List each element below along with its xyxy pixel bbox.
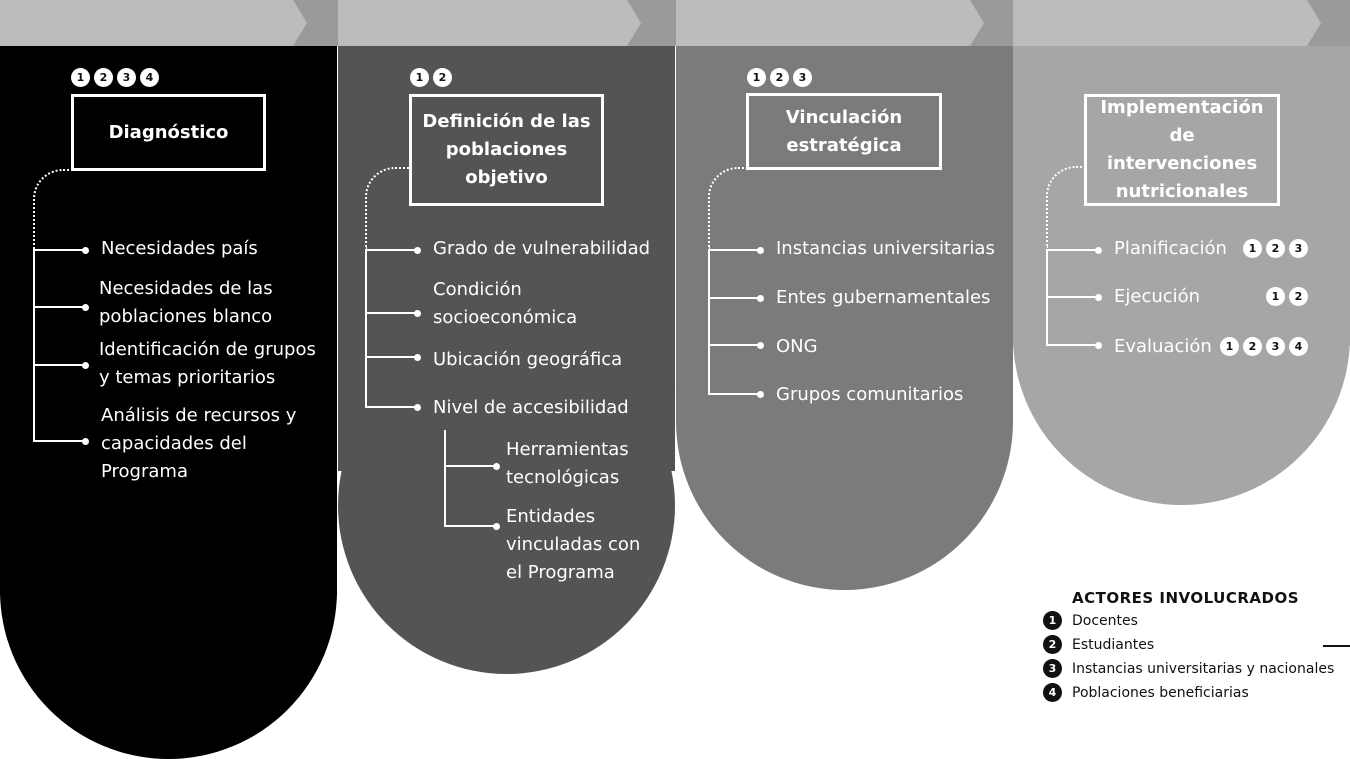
chevron-bar — [0, 0, 1350, 46]
legend-badge: 4 — [1043, 683, 1062, 702]
list-item: Grado de vulnerabilidad — [433, 238, 651, 259]
list-item: Grupos comunitarios — [776, 384, 964, 405]
chevron-3 — [676, 0, 984, 46]
list-item: Evaluación — [1114, 336, 1212, 357]
list-item: Ubicación geográfica — [433, 349, 623, 370]
actor-badge: 2 — [1289, 287, 1308, 306]
legend-badge: 3 — [1043, 659, 1062, 678]
legend-label: Docentes — [1072, 612, 1138, 629]
chevron-2 — [338, 0, 641, 46]
connector — [1046, 166, 1086, 248]
stage-title: Definición de las poblaciones objetivo — [409, 94, 604, 206]
list-item: ONG — [776, 336, 818, 357]
actor-badge: 1 — [71, 68, 90, 87]
actor-badge: 1 — [747, 68, 766, 87]
actor-badge: 3 — [793, 68, 812, 87]
actor-badge: 1 — [1243, 239, 1262, 258]
actor-badges: 1 2 3 4 — [71, 68, 159, 87]
connector — [708, 167, 748, 249]
legend-badge: 2 — [1043, 635, 1062, 654]
sub-item: Herramientas tecnológicas — [506, 439, 629, 488]
stage-title: Vinculación estratégica — [746, 93, 942, 170]
actor-badge: 4 — [140, 68, 159, 87]
list-item: Nivel de accesibilidad — [433, 397, 629, 418]
actor-badges: 1 2 3 — [747, 68, 812, 87]
list-item: Instancias universitarias — [776, 238, 995, 259]
connector — [365, 167, 411, 249]
actor-badges: 1 2 3 4 — [1220, 337, 1308, 356]
list-item: Identificación de grupos y temas priorit… — [99, 339, 316, 388]
legend-label: Poblaciones beneficiarias — [1072, 684, 1249, 701]
list-item: Necesidades país — [101, 238, 258, 259]
sub-item: Entidades vinculadas con el Programa — [506, 506, 641, 583]
list-item: Necesidades de las poblaciones blanco — [99, 278, 273, 327]
list-item: Ejecución — [1114, 286, 1201, 307]
actor-badge: 4 — [1289, 337, 1308, 356]
stage-title: Diagnóstico — [71, 94, 266, 171]
legend-entry: 4 Poblaciones beneficiarias — [1043, 683, 1249, 702]
list-item: Análisis de recursos y capacidades del P… — [101, 405, 297, 482]
divider — [1323, 645, 1350, 647]
stage-vinculacion — [676, 0, 1013, 759]
legend-title: ACTORES INVOLUCRADOS — [1072, 589, 1300, 607]
chevron-1 — [0, 0, 307, 46]
actor-badge: 2 — [1266, 239, 1285, 258]
list-item: Planificación — [1114, 238, 1227, 259]
legend-entry: 3 Instancias universitarias y nacionales — [1043, 659, 1334, 678]
connector — [33, 169, 73, 249]
stage-diagnostico — [0, 0, 337, 759]
actor-badge: 1 — [1220, 337, 1239, 356]
actor-badge: 3 — [1266, 337, 1285, 356]
list-item: Entes gubernamentales — [776, 287, 991, 308]
actor-badge: 3 — [117, 68, 136, 87]
stage-title: Implementación de intervenciones nutrici… — [1084, 94, 1280, 206]
legend-label: Instancias universitarias y nacionales — [1072, 660, 1335, 677]
legend-label: Estudiantes — [1072, 636, 1155, 653]
actor-badge: 1 — [1266, 287, 1285, 306]
list-item: Condición socioeconómica — [433, 279, 578, 328]
actor-badge: 2 — [94, 68, 113, 87]
legend-entry: 2 Estudiantes — [1043, 635, 1154, 654]
legend-badge: 1 — [1043, 611, 1062, 630]
chevron-4 — [1013, 0, 1321, 46]
actor-badge: 2 — [1243, 337, 1262, 356]
actor-badge: 2 — [433, 68, 452, 87]
legend-entry: 1 Docentes — [1043, 611, 1138, 630]
actor-badge: 1 — [410, 68, 429, 87]
stage-definicion — [338, 0, 675, 759]
actor-badges: 1 2 — [410, 68, 452, 87]
actor-badges: 1 2 3 — [1243, 239, 1308, 258]
actor-badge: 3 — [1289, 239, 1308, 258]
actor-badge: 2 — [770, 68, 789, 87]
actor-badges: 1 2 — [1266, 287, 1308, 306]
